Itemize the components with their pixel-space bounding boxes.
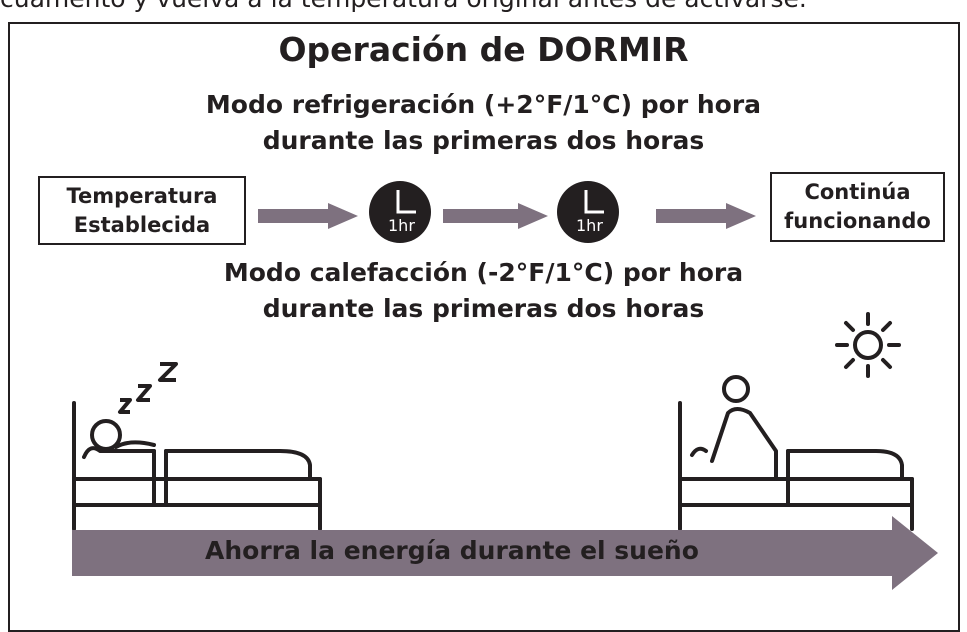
sun-icon [835, 312, 901, 378]
flow-arrow-2 [443, 203, 548, 229]
energy-banner-text: Ahorra la energía durante el sueño [205, 536, 699, 565]
cropped-top-text: cuamento y vuelva a la temperatura origi… [0, 0, 967, 13]
zzz-icon [118, 362, 178, 414]
start-line-1: Temperatura [66, 183, 218, 208]
clock-icon-1: 1hr [368, 180, 432, 244]
moon-icon [270, 332, 283, 358]
start-temperature-box: Temperatura Establecida [38, 176, 246, 245]
awake-bed-icon [678, 375, 914, 531]
clock-1-label: 1hr [388, 216, 415, 235]
cooling-line-1: Modo refrigeración (+2°F/1°C) por hora [205, 90, 762, 119]
flow-arrow-1 [258, 203, 358, 229]
end-line-2: funcionando [784, 209, 931, 233]
cooling-line-2: durante las primeras dos horas [262, 126, 705, 155]
diagram-title: Operación de DORMIR [278, 30, 689, 69]
heating-line-2: durante las primeras dos horas [262, 294, 705, 323]
start-line-2: Establecida [73, 212, 211, 237]
clock-icon-2: 1hr [556, 180, 620, 244]
end-continue-box: Continúa funcionando [770, 172, 945, 242]
clock-2-label: 1hr [576, 216, 603, 235]
end-line-1: Continúa [804, 180, 911, 204]
flow-arrow-3 [656, 203, 756, 229]
heating-line-1: Modo calefacción (-2°F/1°C) por hora [223, 258, 744, 287]
sleeping-bed-icon [72, 401, 322, 531]
energy-banner-arrow [72, 516, 938, 590]
